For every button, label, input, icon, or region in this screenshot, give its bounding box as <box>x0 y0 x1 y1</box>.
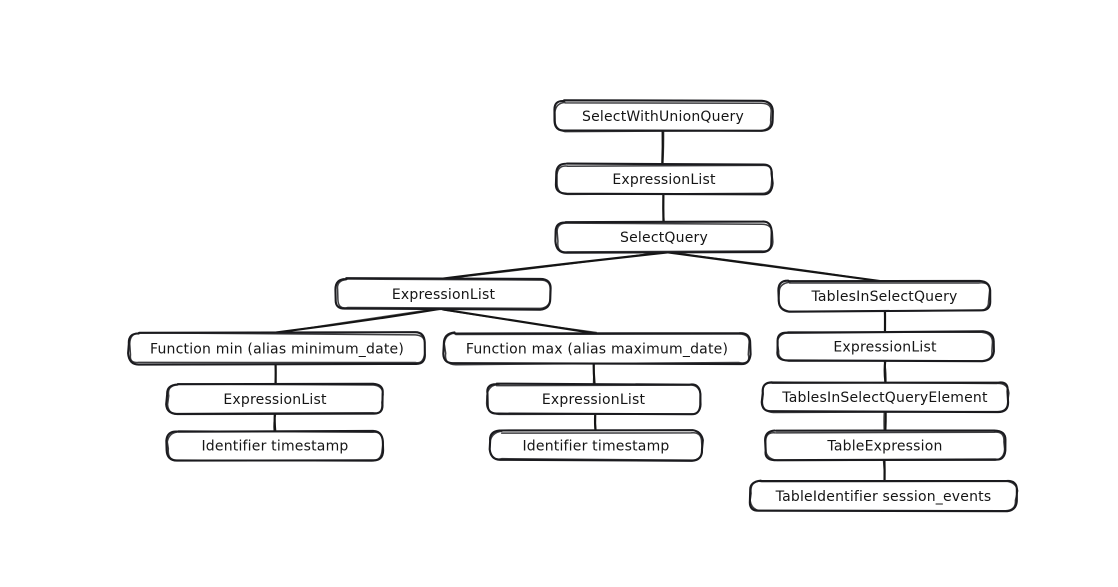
node-label: Identifier timestamp <box>201 439 348 455</box>
node-outline-sketch <box>166 383 384 416</box>
node-outline-sketch <box>443 332 750 366</box>
tree-node[interactable]: Identifier timestamp <box>488 429 704 462</box>
node-outline <box>442 331 752 366</box>
tree-node[interactable]: TableExpression <box>764 429 1007 462</box>
node-layer: SelectWithUnionQueryExpressionListSelect… <box>127 99 1019 513</box>
tree-node[interactable]: Identifier timestamp <box>165 429 385 462</box>
tree-node[interactable]: TableIdentifier session_events <box>748 479 1019 513</box>
tree-edge <box>441 308 598 335</box>
tree-node[interactable]: SelectQuery <box>554 220 774 254</box>
node-outline-sketch <box>764 431 1006 462</box>
edge-layer <box>273 129 887 483</box>
node-outline-sketch <box>556 164 773 196</box>
node-label: TablesInSelectQueryElement <box>781 390 988 406</box>
tree-edge <box>883 309 887 334</box>
tree-node[interactable]: Function min (alias minimum_date) <box>127 331 426 366</box>
tree-edge <box>662 192 665 224</box>
node-label: TablesInSelectQuery <box>810 289 957 305</box>
node-label: TableExpression <box>826 439 942 455</box>
tree-edge <box>666 251 886 283</box>
node-label: ExpressionList <box>542 392 646 408</box>
node-outline-sketch <box>554 101 772 133</box>
tree-edge <box>441 250 670 280</box>
tree-node[interactable]: ExpressionList <box>334 277 552 311</box>
tree-edge <box>275 307 444 334</box>
tree-node[interactable]: ExpressionList <box>165 382 384 416</box>
tree-node[interactable]: ExpressionList <box>485 382 702 416</box>
tree-edge <box>661 129 665 165</box>
node-label: SelectWithUnionQuery <box>582 109 744 125</box>
tree-node[interactable]: TablesInSelectQueryElement <box>760 381 1010 414</box>
tree-edge <box>274 362 277 385</box>
node-label: TableIdentifier session_events <box>775 489 992 505</box>
node-label: Function min (alias minimum_date) <box>150 342 404 358</box>
tree-node[interactable]: ExpressionList <box>776 330 995 363</box>
tree-edge <box>883 359 887 384</box>
node-outline-sketch <box>129 332 426 364</box>
node-outline <box>127 331 426 366</box>
tree-edge <box>593 413 597 433</box>
tree-node[interactable]: ExpressionList <box>554 162 774 196</box>
node-outline-sketch <box>166 430 384 462</box>
node-outline-sketch <box>777 281 991 313</box>
tree-node[interactable]: Function max (alias maximum_date) <box>442 331 752 366</box>
node-outline-sketch <box>749 480 1019 512</box>
tree-node[interactable]: TablesInSelectQuery <box>777 279 992 313</box>
node-label: ExpressionList <box>392 287 496 303</box>
node-label: ExpressionList <box>223 392 327 408</box>
node-outline-sketch <box>336 278 551 310</box>
node-label: ExpressionList <box>612 172 716 188</box>
tree-node[interactable]: SelectWithUnionQuery <box>553 99 774 133</box>
node-outline-sketch <box>556 222 774 253</box>
node-outline-sketch <box>488 430 703 461</box>
tree-edge <box>882 459 886 483</box>
tree-edge <box>273 413 277 433</box>
node-label: Identifier timestamp <box>522 439 669 455</box>
node-label: SelectQuery <box>620 230 708 246</box>
node-outline-sketch <box>776 331 994 362</box>
tree-edge <box>592 362 596 386</box>
node-label: Function max (alias maximum_date) <box>466 342 728 358</box>
node-label: ExpressionList <box>833 340 937 356</box>
node-outline-sketch <box>485 383 702 416</box>
tree-edge <box>883 410 887 433</box>
node-outline <box>554 220 773 254</box>
node-outline-sketch <box>761 381 1010 414</box>
